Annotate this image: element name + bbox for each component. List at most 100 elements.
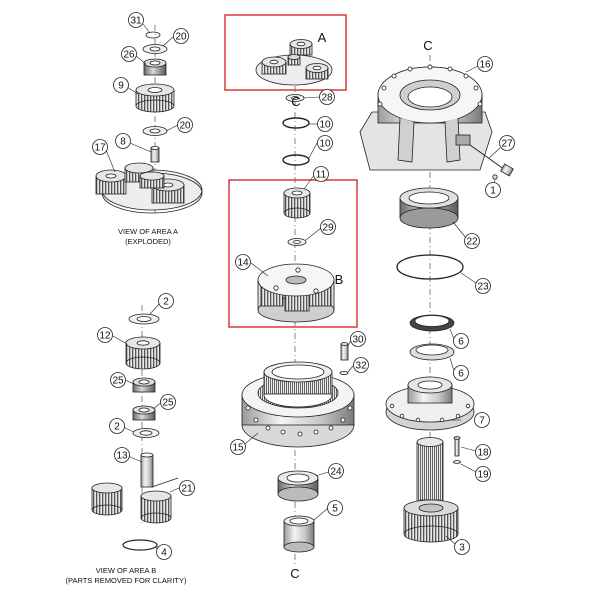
part-16-hub-housing[interactable] (359, 64, 493, 171)
callout-10[interactable]: 10 (317, 116, 333, 132)
part-13-planet-pin[interactable] (140, 452, 154, 488)
callout-14[interactable]: 14 (235, 254, 251, 270)
svg-text:23: 23 (477, 282, 489, 293)
callout-9[interactable]: 9 (113, 77, 129, 93)
axis-c-letter-bottom: C (290, 566, 299, 581)
part-25-bearing-upper[interactable] (132, 377, 156, 393)
part-27-fitting[interactable] (469, 144, 514, 177)
view-a-caption-title: VIEW OF AREA A (118, 227, 178, 236)
part-12-planet-gear[interactable] (125, 336, 161, 370)
callout-28[interactable]: 28 (319, 89, 335, 105)
callout-18[interactable]: 18 (475, 444, 491, 460)
view-b-caption-title: VIEW OF AREA B (96, 566, 156, 575)
part-8-sun-shaft[interactable] (150, 146, 160, 163)
view-area-b: 2 12 25 25 2 13 21 4 VIEW OF AREA B (PAR… (66, 293, 195, 585)
callout-23[interactable]: 23 (475, 278, 491, 294)
callout-5[interactable]: 5 (327, 500, 343, 516)
area-b-highlight-box[interactable] (228, 179, 358, 328)
svg-text:3: 3 (459, 543, 465, 554)
part-18-bolt[interactable] (453, 436, 461, 457)
svg-text:27: 27 (501, 139, 513, 150)
callout-4[interactable]: 4 (156, 544, 172, 560)
callout-24[interactable]: 24 (328, 463, 344, 479)
svg-text:2: 2 (114, 422, 120, 433)
callout-3[interactable]: 3 (454, 539, 470, 555)
part-4-o-ring[interactable] (122, 539, 158, 551)
svg-text:31: 31 (130, 16, 142, 27)
callout-20[interactable]: 20 (173, 28, 189, 44)
part-10-ring-lower[interactable] (282, 154, 310, 166)
part-31-snap-ring[interactable] (145, 31, 161, 39)
callout-19[interactable]: 19 (475, 466, 491, 482)
part-6-seal-upper[interactable] (409, 314, 455, 332)
callout-29[interactable]: 29 (320, 219, 336, 235)
part-17-carrier-assembly[interactable] (95, 162, 203, 214)
center-stack: A B (230, 30, 369, 581)
callout-20[interactable]: 20 (177, 117, 193, 133)
part-11-sun-gear[interactable] (283, 187, 311, 219)
callout-13[interactable]: 13 (114, 447, 130, 463)
part-19-washer[interactable] (453, 460, 461, 464)
callout-27[interactable]: 27 (499, 135, 515, 151)
callout-15[interactable]: 15 (230, 439, 246, 455)
callout-8[interactable]: 8 (115, 133, 131, 149)
view-b-caption-subtitle: (PARTS REMOVED FOR CLARITY) (66, 576, 187, 585)
callout-6[interactable]: 6 (453, 365, 469, 381)
area-b-letter: B (335, 272, 344, 287)
part-9-planet-gear[interactable] (135, 83, 175, 113)
callout-22[interactable]: 22 (464, 233, 480, 249)
area-a-letter: A (318, 30, 327, 45)
callout-30[interactable]: 30 (350, 331, 366, 347)
part-30-bolt[interactable] (340, 342, 349, 361)
part-14-carrier[interactable] (257, 263, 335, 323)
svg-text:11: 11 (316, 170, 327, 181)
callout-12[interactable]: 12 (97, 327, 113, 343)
right-stack: C (359, 38, 515, 555)
svg-text:1: 1 (490, 186, 496, 197)
svg-text:16: 16 (479, 60, 491, 71)
part-22-floating-seal[interactable] (399, 187, 459, 229)
svg-text:12: 12 (99, 331, 111, 342)
svg-text:17: 17 (94, 143, 106, 154)
callout-6[interactable]: 6 (453, 333, 469, 349)
part-3-output-shaft[interactable] (403, 437, 459, 543)
part-10-ring-upper[interactable] (282, 117, 310, 129)
callout-10[interactable]: 10 (317, 135, 333, 151)
part-7-spindle-flange[interactable] (385, 376, 475, 431)
svg-text:25: 25 (112, 376, 124, 387)
svg-text:13: 13 (116, 451, 128, 462)
svg-text:26: 26 (123, 50, 135, 61)
part-23-o-ring[interactable] (396, 254, 464, 280)
callout-2[interactable]: 2 (158, 293, 174, 309)
area-a-highlight-box[interactable] (224, 14, 347, 91)
svg-text:32: 32 (355, 361, 367, 372)
part-15-ring-gear[interactable] (241, 361, 355, 448)
callout-11[interactable]: 11 (313, 166, 329, 182)
svg-text:6: 6 (458, 337, 464, 348)
callout-7[interactable]: 7 (474, 412, 490, 428)
part-25-bearing-lower[interactable] (132, 405, 156, 421)
callout-17[interactable]: 17 (92, 139, 108, 155)
part-6-seal-lower[interactable] (409, 343, 455, 361)
part-26-bearing[interactable] (143, 58, 167, 76)
svg-text:7: 7 (479, 416, 485, 427)
callout-2[interactable]: 2 (109, 418, 125, 434)
callout-32[interactable]: 32 (353, 357, 369, 373)
area-a-planetary-set[interactable] (255, 39, 333, 86)
part-21-carrier-segment[interactable] (91, 477, 179, 524)
callout-25[interactable]: 25 (160, 394, 176, 410)
svg-text:22: 22 (466, 237, 478, 248)
svg-text:30: 30 (352, 335, 364, 346)
callout-16[interactable]: 16 (477, 56, 493, 72)
part-32-lock-washer[interactable] (339, 370, 349, 375)
callout-1[interactable]: 1 (485, 182, 501, 198)
callout-26[interactable]: 26 (121, 46, 137, 62)
svg-text:20: 20 (175, 32, 187, 43)
part-1-plug[interactable] (492, 174, 498, 180)
svg-text:28: 28 (321, 93, 333, 104)
callout-31[interactable]: 31 (128, 12, 144, 28)
callout-21[interactable]: 21 (179, 480, 195, 496)
part-24-bearing[interactable] (277, 470, 319, 502)
part-5-sleeve[interactable] (283, 515, 315, 553)
callout-25[interactable]: 25 (110, 372, 126, 388)
